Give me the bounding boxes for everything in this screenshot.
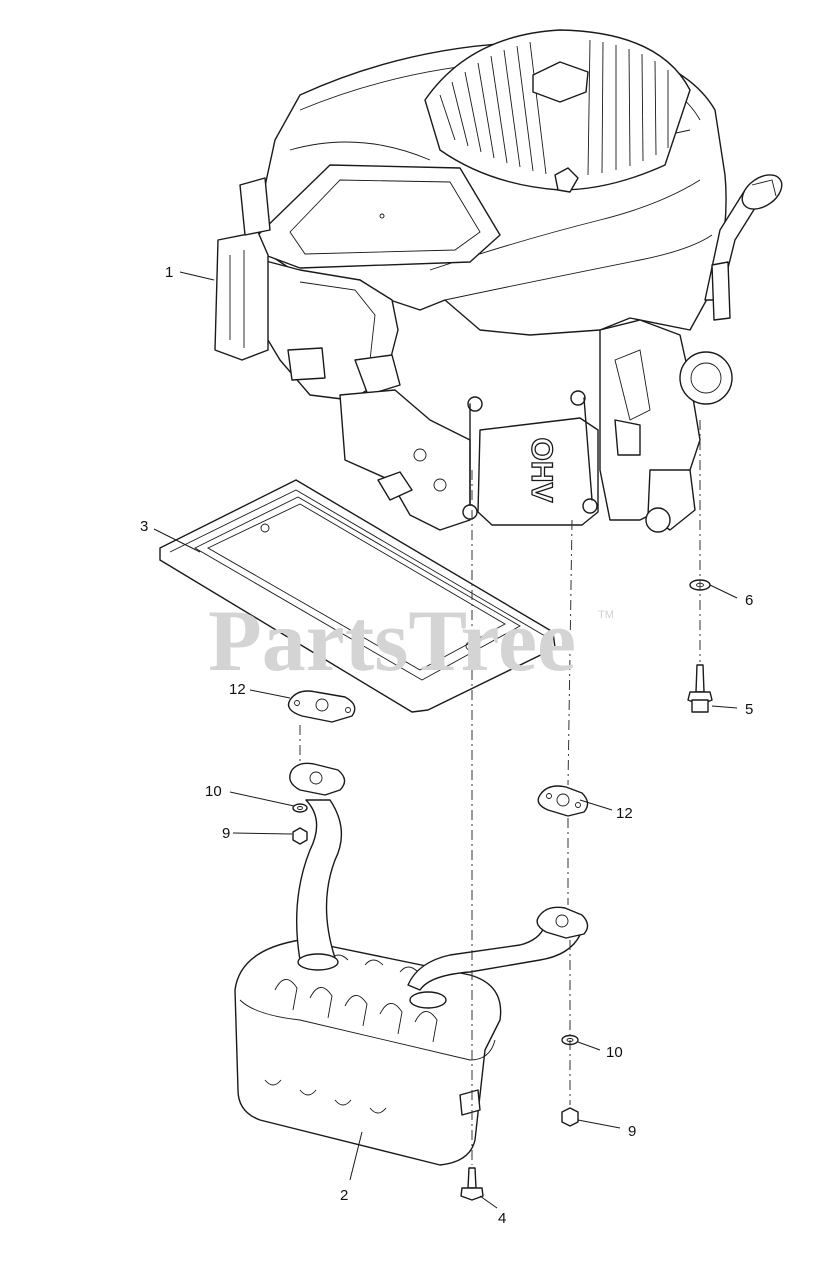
callout-9-left[interactable]: 9: [222, 825, 230, 842]
ohv-marking: OHV: [525, 437, 558, 502]
partstree-watermark: PartsTree TM: [208, 593, 614, 690]
engine-assembly[interactable]: OHV: [214, 29, 788, 533]
callout-2[interactable]: 2: [340, 1187, 348, 1204]
exhaust-gasket-left[interactable]: [287, 690, 356, 723]
callout-12-left[interactable]: 12: [229, 681, 246, 698]
lock-washer-left[interactable]: [292, 803, 308, 813]
callout-10-right[interactable]: 10: [606, 1044, 623, 1061]
callout-3[interactable]: 3: [140, 518, 148, 535]
callout-labels: 1 2 3 4 5 6 9 9 10 10 12 12: [140, 264, 753, 1227]
callout-10-left[interactable]: 10: [205, 783, 222, 800]
assembly-center-lines: [299, 420, 701, 1165]
flange-bolt-right[interactable]: [687, 664, 713, 713]
exhaust-gasket-right[interactable]: [537, 785, 589, 817]
muffler[interactable]: [234, 762, 589, 1166]
callout-1[interactable]: 1: [165, 264, 173, 281]
flange-bolt-bottom[interactable]: [460, 1167, 484, 1201]
watermark-text: PartsTree: [208, 593, 576, 690]
hex-nut-left[interactable]: [292, 827, 308, 845]
watermark-trademark: TM: [598, 609, 614, 621]
hex-nut-right[interactable]: [561, 1107, 579, 1127]
callout-9-right[interactable]: 9: [628, 1123, 636, 1140]
callout-6[interactable]: 6: [745, 592, 753, 609]
callout-leaders: [153, 271, 738, 1209]
callout-5[interactable]: 5: [745, 701, 753, 718]
callout-4[interactable]: 4: [498, 1210, 506, 1227]
heat-shield[interactable]: [159, 479, 556, 713]
callout-12-right[interactable]: 12: [616, 805, 633, 822]
